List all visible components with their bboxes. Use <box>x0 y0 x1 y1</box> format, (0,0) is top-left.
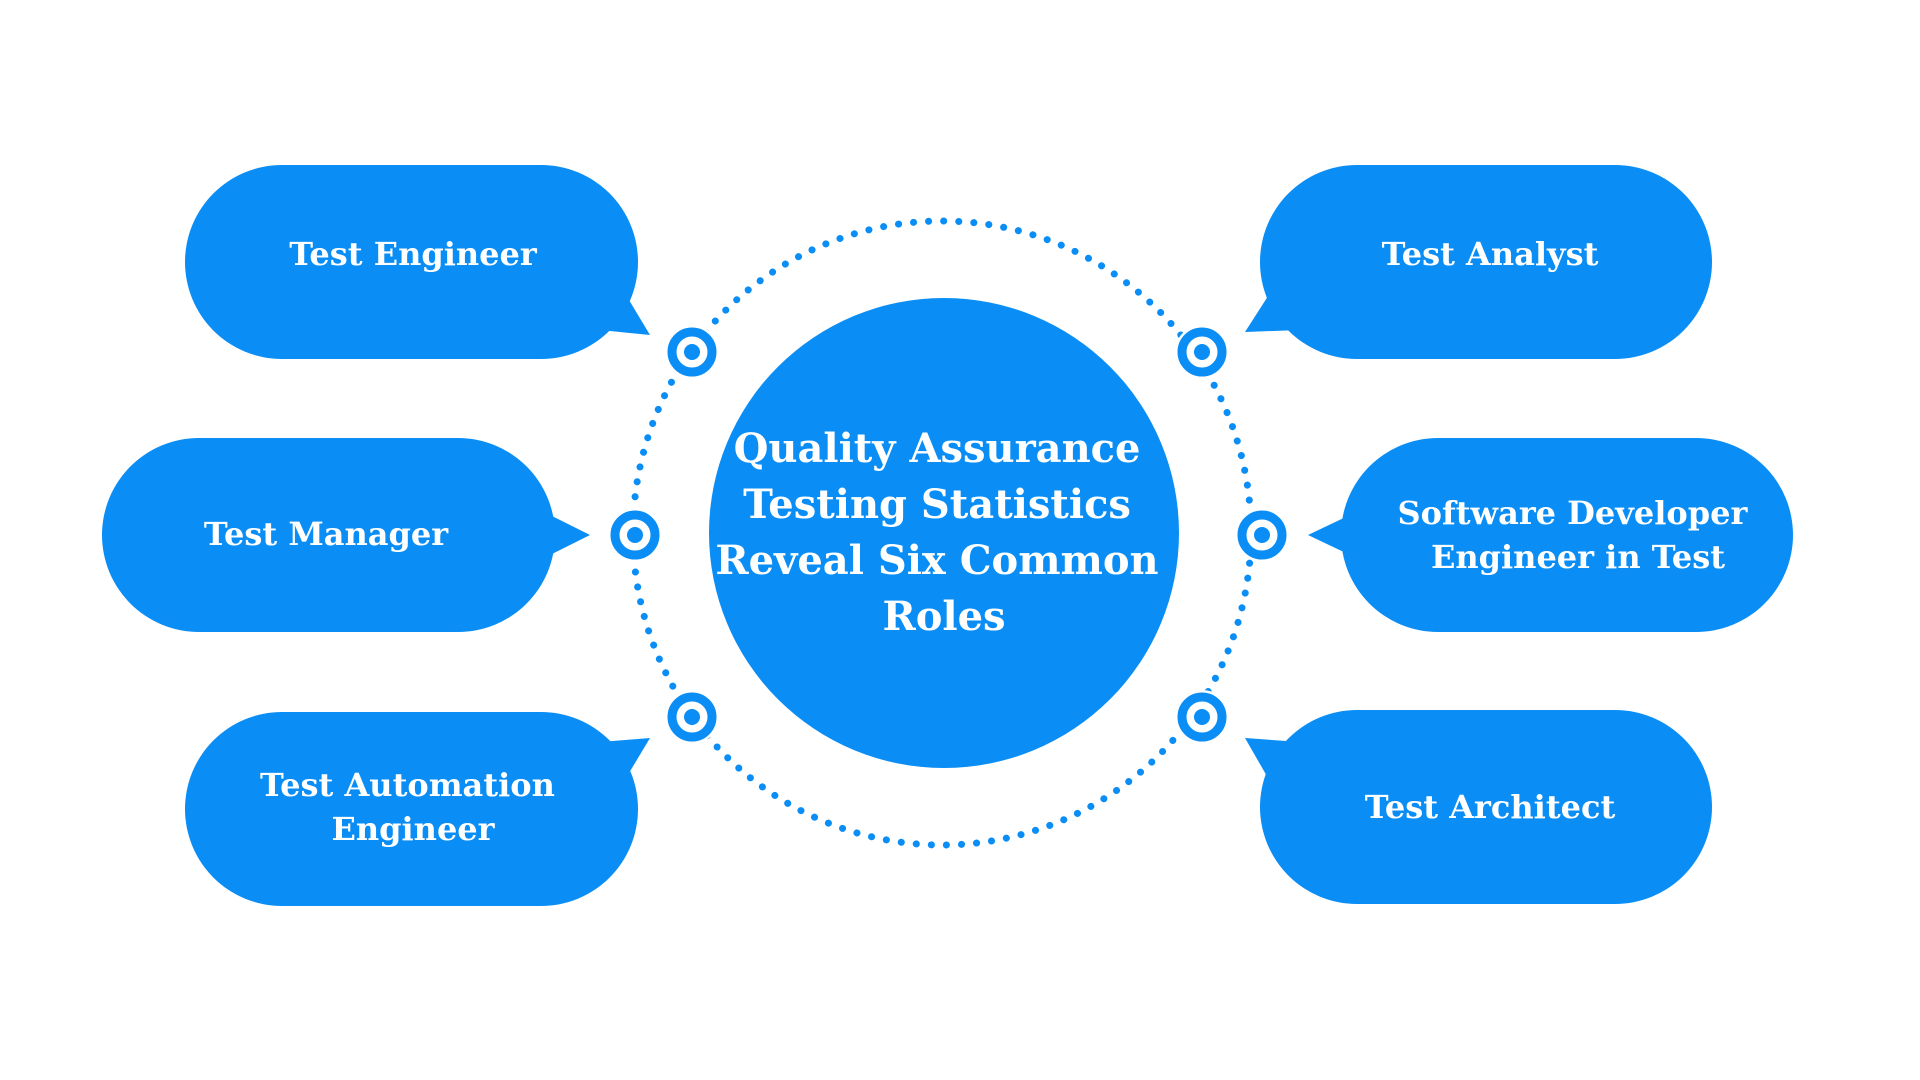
svg-text:Test Manager: Test Manager <box>204 515 449 553</box>
role-label: Test Engineer <box>289 235 538 273</box>
role-bubble-software-developer-engineer-in-test: Software Developer Engineer in Test <box>1308 438 1793 632</box>
role-label: Test Automation <box>260 766 555 804</box>
role-label: Test Analyst <box>1382 235 1599 273</box>
center-title-line: Quality Assurance <box>734 425 1141 472</box>
svg-text:Software Developer Engin: Software Developer Engineer in Test <box>1398 494 1759 576</box>
role-bubble-test-architect: Test Architect <box>1245 710 1712 904</box>
center-title-line: Testing Statistics <box>743 481 1131 528</box>
role-label: Software Developer <box>1398 494 1749 532</box>
center-title-line: Roles <box>882 593 1005 640</box>
role-label: Engineer <box>331 810 495 848</box>
role-bubble-test-manager: Test Manager <box>102 438 590 632</box>
target-marker-test-automation-engineer <box>665 690 719 744</box>
role-label: Engineer in Test <box>1431 538 1725 576</box>
svg-text:Test Engineer: Test Engineer <box>289 235 538 273</box>
svg-text:Test Analyst: Test Analyst <box>1382 235 1599 273</box>
center-circle <box>709 298 1179 768</box>
role-label: Test Architect <box>1365 788 1616 826</box>
center-title: Quality Assurance Testing Statistics Rev… <box>715 425 1172 640</box>
role-bubble-test-analyst: Test Analyst <box>1245 165 1712 359</box>
target-marker-test-engineer <box>665 325 719 379</box>
center-title-line: Reveal Six Common <box>715 537 1158 584</box>
role-bubble-test-engineer: Test Engineer <box>185 165 650 359</box>
target-marker-test-architect <box>1175 690 1229 744</box>
svg-text:Test Architect: Test Architect <box>1365 788 1616 826</box>
svg-text:Test Automation Engineer: Test Automation Engineer <box>260 766 566 848</box>
target-marker-software-developer-engineer-in-test <box>1235 508 1289 562</box>
role-label: Test Manager <box>204 515 449 553</box>
role-bubble-test-automation-engineer: Test Automation Engineer <box>185 712 650 906</box>
target-marker-test-analyst <box>1175 325 1229 379</box>
target-marker-test-manager <box>608 508 662 562</box>
